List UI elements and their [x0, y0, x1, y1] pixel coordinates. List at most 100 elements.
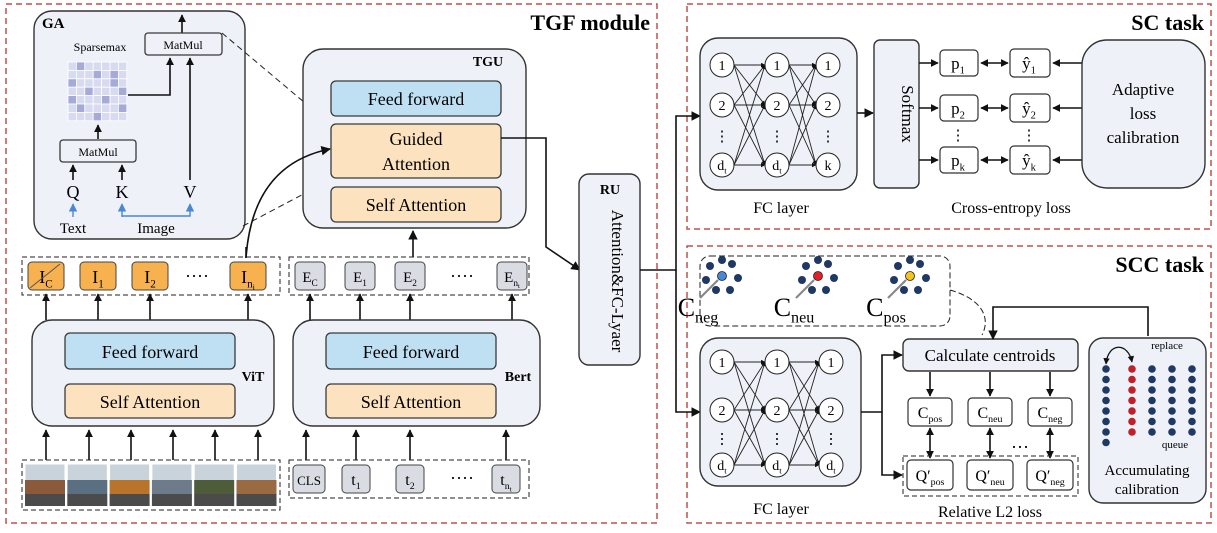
sparsemax-cell	[101, 112, 111, 122]
q-label: Q	[67, 182, 80, 202]
scc-centroid-queue: CposQ′posCneuQ′neuCnegQ′neg…	[906, 372, 1074, 491]
centroid-dot	[922, 274, 930, 282]
queue-dot	[1102, 375, 1110, 384]
sparsemax-cell	[76, 61, 86, 71]
sparsemax-cell	[92, 112, 102, 122]
fc-vdots: ⋮	[715, 129, 730, 145]
text-input-dots: ····	[450, 468, 474, 488]
sc-y-label: ŷ1	[1022, 54, 1036, 76]
fc-node-label: dt	[717, 459, 727, 476]
ga-block: GA MatMul Sparsemax MatMul Q K V Text Im…	[33, 10, 246, 240]
ru-label: RU	[600, 183, 620, 198]
centroid-dot	[822, 286, 830, 294]
image-patch-detail	[194, 480, 235, 494]
sparsemax-cell	[101, 78, 111, 88]
sparsemax-cell	[92, 61, 102, 71]
sparsemax-cell	[92, 95, 102, 105]
queue-dot	[1148, 428, 1156, 436]
fc-node	[764, 152, 790, 178]
queue-dot	[1168, 365, 1176, 373]
sparsemax-cell	[92, 103, 102, 113]
fc-node	[815, 152, 841, 178]
fc-node-label: 2	[719, 99, 726, 114]
text-input-label: t2	[405, 472, 414, 492]
centroid-dot	[808, 286, 816, 294]
queue-dot	[1148, 386, 1156, 394]
queue-dot	[1188, 417, 1196, 426]
queue-dot	[1102, 417, 1110, 426]
scc-c-box	[967, 397, 1013, 427]
queue-dot	[1102, 407, 1110, 415]
fc-node-label: 1	[774, 356, 781, 371]
sparsemax-cell	[118, 61, 128, 71]
fc-edge	[733, 64, 766, 106]
centroid-dot	[726, 286, 734, 294]
fc-node-label: dt	[772, 159, 782, 176]
sparsemax-cell	[84, 78, 94, 88]
sparsemax-cell	[92, 78, 102, 88]
sc-p-box	[939, 49, 979, 77]
sparsemax-cell	[84, 103, 94, 113]
svg-text:Self Attention: Self Attention	[366, 195, 467, 215]
sparsemax-cell	[118, 86, 128, 96]
centroid-dot	[890, 276, 898, 284]
centroid-highlight-dot	[813, 271, 823, 281]
fc-vdots: ⋮	[715, 432, 730, 448]
text-token-label: E2	[403, 270, 417, 289]
image-patch-ground	[25, 494, 65, 506]
sparsemax-cell	[118, 78, 128, 88]
fc-edge	[733, 361, 766, 466]
sc-p-box	[939, 94, 979, 122]
fc-node-label: k	[825, 159, 832, 174]
fc-node-label: 1	[719, 59, 726, 74]
fc-node	[818, 349, 844, 375]
scc-c-box	[907, 397, 953, 427]
vit-arrows	[42, 429, 510, 460]
sparsemax-label: Sparsemax	[74, 40, 127, 54]
image-patch-ground	[109, 494, 150, 506]
sc-y-box	[1009, 48, 1051, 78]
text-token-label: EC	[302, 270, 317, 289]
tgu-guided-attention	[330, 123, 502, 179]
sc-p-vdots: ⋮	[951, 128, 966, 144]
svg-text:Feed forward: Feed forward	[368, 89, 464, 109]
text-token	[294, 261, 326, 291]
centroid-legend-label: Cneu	[774, 293, 815, 327]
tgu-block: TGU Feed forward Guided Attention Self A…	[302, 48, 527, 229]
centroid-dot	[830, 274, 838, 282]
image-token-label: IC	[39, 267, 52, 291]
centroid-dot	[900, 286, 908, 294]
text-input-token	[292, 464, 326, 494]
centroid-dot	[712, 286, 720, 294]
sparsemax-cell	[118, 103, 128, 113]
centroid-dot	[718, 256, 726, 264]
queue-dot	[1148, 417, 1156, 426]
sparsemax-cell	[109, 95, 119, 105]
image-patches	[24, 463, 277, 507]
sc-p-box	[939, 146, 979, 174]
bert-label: Bert	[505, 370, 532, 385]
queue-grid	[1102, 346, 1196, 447]
text-input-token	[341, 464, 371, 494]
text-token-dots: ····	[450, 266, 474, 286]
sc-y-label: ŷk	[1022, 151, 1037, 173]
queue-dot	[1102, 365, 1110, 373]
vit-label: ViT	[242, 370, 265, 385]
image-patch-detail	[25, 480, 65, 494]
svg-text:Calculate centroids: Calculate centroids	[925, 346, 1056, 365]
queue-dot	[1148, 375, 1156, 384]
sparsemax-cell	[109, 78, 119, 88]
ga-matmul-top	[144, 32, 223, 56]
fc-node	[709, 152, 735, 178]
sparsemax-cell	[67, 78, 77, 88]
fc-edge	[733, 104, 766, 166]
svg-text:loss: loss	[1130, 104, 1156, 123]
image-label: Image	[137, 221, 175, 237]
fc-edge	[788, 104, 817, 166]
text-token	[394, 261, 426, 291]
image-patch-detail	[67, 480, 108, 494]
softmax-box	[873, 39, 920, 189]
centroid-dot	[914, 286, 922, 294]
